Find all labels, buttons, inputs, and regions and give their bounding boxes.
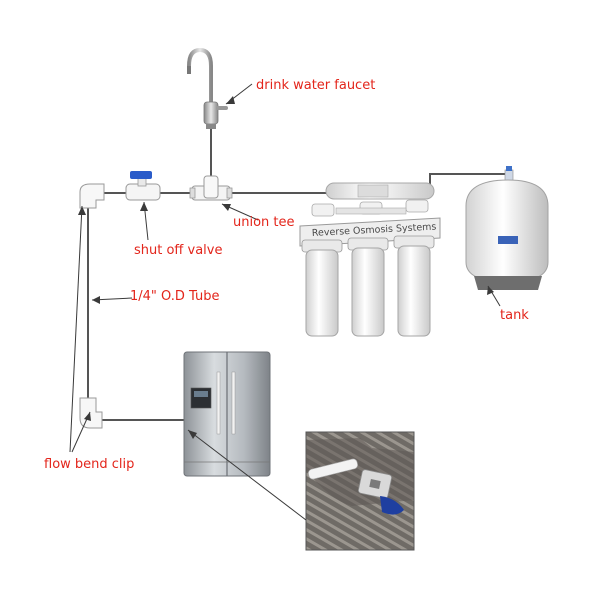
ro-system: Reverse Osmosis Systems [299,182,441,337]
storage-tank [465,166,549,290]
union-tee-fitting [189,175,233,201]
inset-blue-handle [380,496,404,515]
filter-canister [347,237,389,337]
faucet-label: drink water faucet [256,78,375,93]
filter-canister [301,239,343,337]
tank-sticker [498,236,518,244]
tank-base [474,276,542,290]
flow-bend-clip-label: flow bend clip [44,457,134,472]
lower-elbow-fitting [79,397,103,429]
valve-handle [130,171,152,179]
shut-off-valve-label: shut off valve [134,243,223,258]
upper-elbow-fitting [79,183,105,209]
inset-tube [308,458,358,480]
water-tubing [87,120,509,421]
tube-label: 1/4" O.D Tube [130,289,219,304]
drinking-water-faucet [187,47,228,129]
filter-canister [393,235,435,337]
tank-label: tank [500,308,529,323]
inset-connection-photo [305,431,415,551]
shut-off-valve [125,171,161,201]
union-tee-label: union tee [233,215,295,230]
refrigerator [183,351,271,477]
leader-arrowheads [78,96,494,439]
